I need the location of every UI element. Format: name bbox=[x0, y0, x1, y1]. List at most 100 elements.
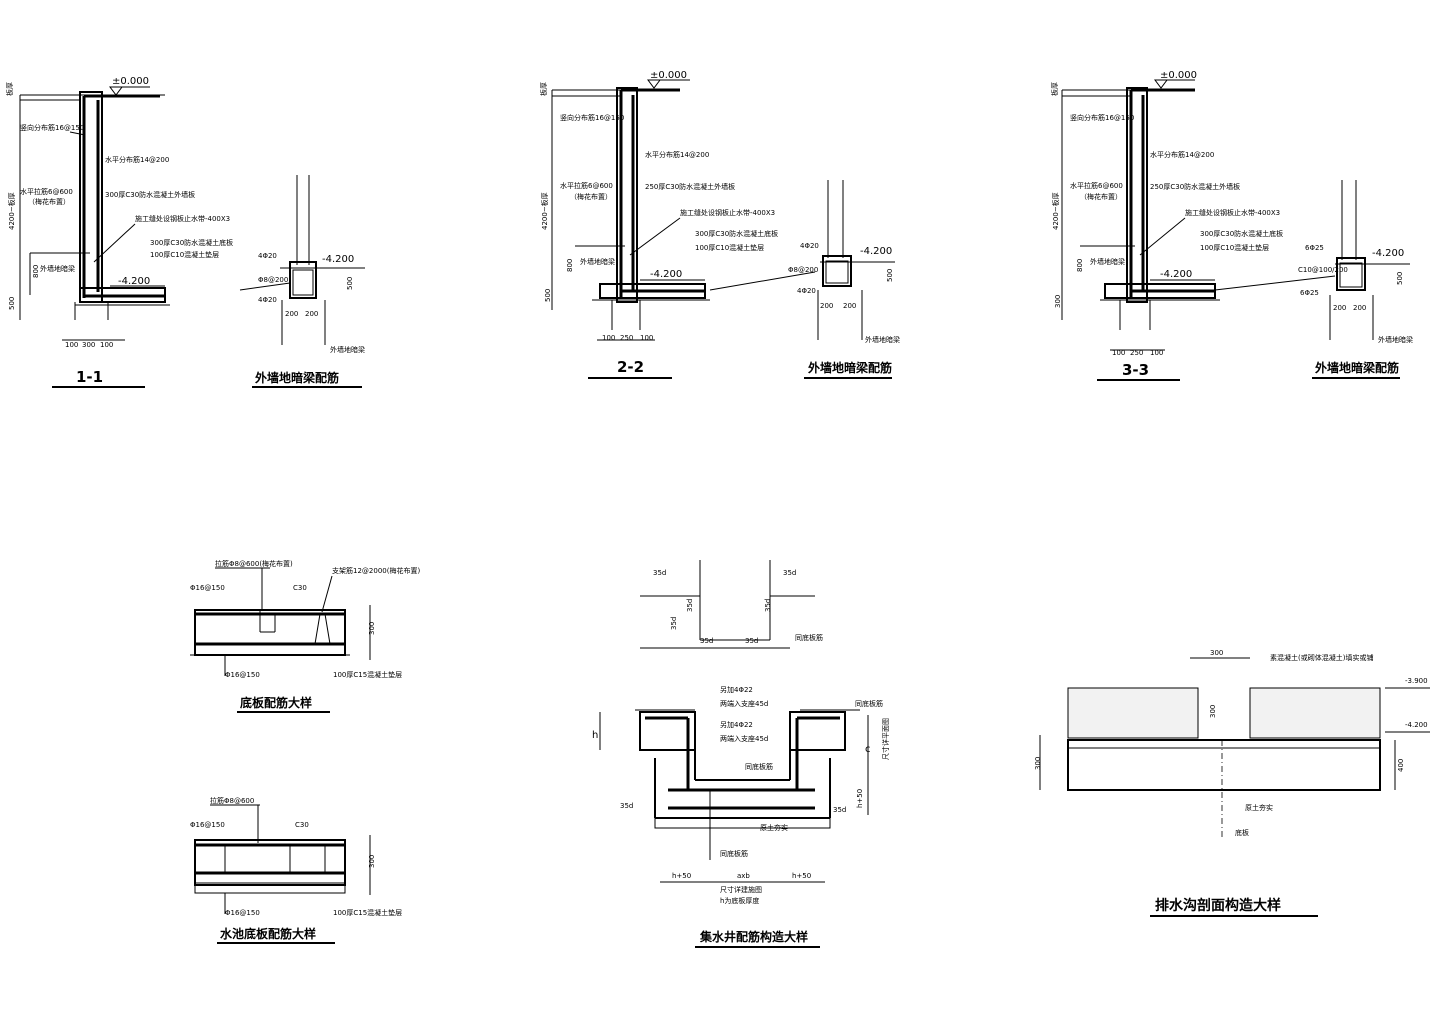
s1-top-elev: ±0.000 bbox=[112, 76, 149, 87]
sump-h: h bbox=[592, 730, 598, 741]
sump-m11: 原土夯实 bbox=[760, 823, 788, 832]
sump-m7: 尺寸详平面图 bbox=[881, 718, 890, 760]
pool-label-1: Φ16@150 bbox=[190, 821, 225, 829]
s2-note-8: 外墙地暗梁 bbox=[580, 257, 615, 266]
s3-beam-l6: 外墙地暗梁 bbox=[1378, 335, 1413, 344]
s2-beam-l6: 外墙地暗梁 bbox=[865, 335, 900, 344]
s2-vert-dim: 4200~板厚 bbox=[540, 192, 549, 230]
s2-note-0: 竖向分布筋16@150 bbox=[560, 113, 624, 122]
sump-title: 集水井配筋构造大样 bbox=[699, 929, 808, 944]
sump-t1: 35d bbox=[783, 569, 796, 577]
trench-title: 排水沟剖面构造大样 bbox=[1155, 897, 1281, 914]
s1-bdim-0: 100 bbox=[65, 341, 78, 349]
sump-m4: 同底板筋 bbox=[855, 699, 883, 708]
trench-l6: 400 bbox=[1397, 759, 1405, 772]
sump-m12b: 同底板筋 bbox=[720, 849, 748, 858]
sump-t7: 同底板筋 bbox=[795, 633, 823, 642]
trench-l3: -4.200 bbox=[1405, 721, 1428, 729]
s3-note-8: 外墙地暗梁 bbox=[1090, 257, 1125, 266]
sump-t4: 35d bbox=[700, 637, 713, 645]
s1-vert-dim: 4200~板厚 bbox=[7, 192, 16, 230]
s3-note-4: （梅花布置） bbox=[1080, 192, 1122, 201]
s2-dim-800: 800 bbox=[566, 259, 574, 272]
trench-l0: 300 bbox=[1210, 649, 1223, 657]
s2-title: 2-2 bbox=[617, 358, 644, 376]
s1-note-0: 竖向分布筋16@150 bbox=[20, 123, 84, 132]
s1-note-8: 外墙地暗梁 bbox=[40, 264, 75, 273]
trench-l7: 原土夯实 bbox=[1245, 803, 1273, 812]
s3-beam-l3: 500 bbox=[1396, 272, 1404, 285]
s3-note-7: 100厚C10混凝土垫层 bbox=[1200, 243, 1269, 252]
s2-note-4: （梅花布置） bbox=[570, 192, 612, 201]
trench-l1: 素混凝土(或砌体混凝土)填实或铺 bbox=[1270, 653, 1373, 662]
s1-beam-l5: 200 bbox=[305, 310, 318, 318]
pool-slab-detail: 300 拉筋Φ8@600 Φ16@150 C30 Φ16@150 100厚C15… bbox=[190, 796, 402, 944]
s1-note-1: 水平分布筋14@200 bbox=[105, 155, 169, 164]
sump-t6: 35d bbox=[764, 599, 772, 612]
s2-note-1: 水平分布筋14@200 bbox=[645, 150, 709, 159]
sump-m15: h+50 bbox=[792, 872, 811, 880]
s1-bdim-1: 300 bbox=[82, 341, 95, 349]
pool-label-0: 拉筋Φ8@600 bbox=[210, 796, 254, 805]
s3-title: 3-3 bbox=[1122, 361, 1149, 379]
s1-beam-l6: 外墙地暗梁 bbox=[330, 345, 365, 354]
s3-note-3: 水平拉筋6@600 bbox=[1070, 181, 1123, 190]
s3-top-elev: ±0.000 bbox=[1160, 70, 1197, 81]
trench-l2: -3.900 bbox=[1405, 677, 1428, 685]
s2-note-3: 水平拉筋6@600 bbox=[560, 181, 613, 190]
pool-title: 水池底板配筋大样 bbox=[220, 926, 316, 941]
s2-note-6: 300厚C30防水混凝土底板 bbox=[695, 229, 778, 238]
slab-detail: 300 拉筋Φ8@600(梅花布置) Φ16@150 C30 支架筋12@200… bbox=[190, 559, 420, 713]
trench-l4: 300 bbox=[1209, 705, 1217, 718]
s1-note-6: 300厚C30防水混凝土底板 bbox=[150, 238, 233, 247]
s1-note-4: （梅花布置） bbox=[28, 197, 70, 206]
s2-beam-l3: 500 bbox=[886, 269, 894, 282]
slab-label-2: C30 bbox=[293, 584, 307, 592]
s3-beam-l5: 200 bbox=[1353, 304, 1366, 312]
sump-c: c bbox=[865, 744, 871, 755]
s1-beam-l0: 4Φ20 bbox=[258, 252, 277, 260]
sump-t0: 35d bbox=[653, 569, 666, 577]
s2-beam-l5: 200 bbox=[843, 302, 856, 310]
sump-m0: 另加4Φ22 bbox=[720, 685, 753, 694]
slab-label-1: Φ16@150 bbox=[190, 584, 225, 592]
s1-beam-elev: -4.200 bbox=[322, 254, 354, 265]
s3-beam-l4: 200 bbox=[1333, 304, 1346, 312]
trench-l5: 300 bbox=[1034, 757, 1042, 770]
s3-beam-elev: -4.200 bbox=[1372, 248, 1404, 259]
slab-300: 300 bbox=[368, 622, 376, 635]
s3-slab-note: 板厚 bbox=[1050, 82, 1059, 96]
s2-beam-elev: -4.200 bbox=[860, 246, 892, 257]
s3-note-2: 250厚C30防水混凝土外墙板 bbox=[1150, 182, 1240, 191]
s2-beam-l2: 4Φ20 bbox=[797, 287, 816, 295]
sump-m14: axb bbox=[737, 872, 750, 880]
s3-beam-l2: 6Φ25 bbox=[1300, 289, 1319, 297]
s3-dim-500: 300 bbox=[1054, 295, 1062, 308]
section-1-1: ±0.000 板厚 4200~板厚 800 500 100 300 100 竖向… bbox=[5, 76, 365, 388]
s2-beam-l0: 4Φ20 bbox=[800, 242, 819, 250]
s3-beam-l1: C10@100/200 bbox=[1298, 266, 1348, 274]
s2-note-7: 100厚C10混凝土垫层 bbox=[695, 243, 764, 252]
trench-l8: 底板 bbox=[1235, 828, 1249, 837]
s1-beam-l4: 200 bbox=[285, 310, 298, 318]
s3-bdim-0: 100 bbox=[1112, 349, 1125, 357]
sump-m8: 35d bbox=[620, 802, 633, 810]
s1-beam-l1: Φ8@200 bbox=[258, 276, 288, 284]
s1-note-3: 水平拉筋6@600 bbox=[20, 187, 73, 196]
s1-bottom-elev: -4.200 bbox=[118, 276, 150, 287]
pool-label-5: 100厚C15混凝土垫层 bbox=[333, 908, 402, 917]
s1-beam-l3: 500 bbox=[346, 277, 354, 290]
s1-dim-500: 500 bbox=[8, 297, 16, 310]
sump-m9: 35d bbox=[833, 806, 846, 814]
s1-title: 1-1 bbox=[76, 368, 103, 386]
s1-slab-note: 板厚 bbox=[5, 82, 14, 96]
sump-t5: 35d bbox=[745, 637, 758, 645]
s1-note-5: 施工缝处设钢板止水带-400X3 bbox=[135, 214, 230, 223]
sump-m1: 两端入支座45d bbox=[720, 699, 768, 708]
s3-beam-l0: 6Φ25 bbox=[1305, 244, 1324, 252]
sump-m13: h+50 bbox=[672, 872, 691, 880]
s1-beam-l2: 4Φ20 bbox=[258, 296, 277, 304]
pool-label-4: Φ16@150 bbox=[225, 909, 260, 917]
s2-beam-l1: Φ8@200 bbox=[788, 266, 818, 274]
